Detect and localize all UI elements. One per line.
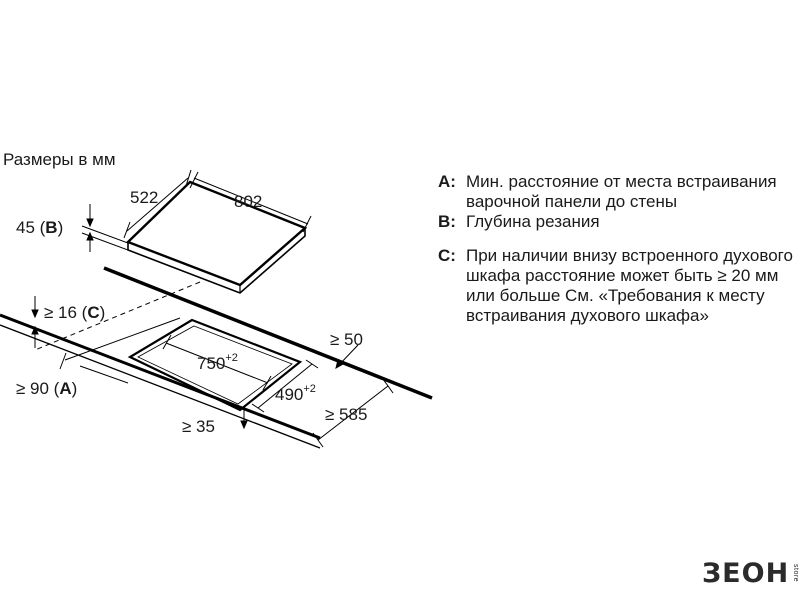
worktop-depth-label: ≥ 585	[325, 405, 367, 424]
logo-text: ЗЕОН	[702, 557, 790, 589]
rear-gap-dimension	[335, 344, 359, 370]
front-gap-dimension	[59, 317, 181, 384]
legend: A: Мин. расстояние от места встраивания …	[438, 172, 800, 326]
hob-width-label: 802	[234, 192, 262, 211]
legend-text: При наличии внизу встроенного духового ш…	[466, 246, 793, 325]
worktop-drawing	[0, 266, 433, 449]
cutout-depth-label: 490+2	[275, 383, 316, 404]
legend-text: Мин. расстояние от места встраивания вар…	[466, 172, 777, 211]
legend-key: A:	[438, 172, 456, 191]
legend-item-b: B: Глубина резания	[438, 212, 800, 232]
thickness-dimension	[81, 204, 129, 252]
legend-item-a: A: Мин. расстояние от места встраивания …	[438, 172, 800, 212]
cutout-width-label: 750+2	[197, 352, 238, 373]
cutout-depth-dimension	[251, 359, 319, 413]
hob-depth-label: 522	[130, 188, 158, 207]
width-dimension-line	[189, 171, 312, 233]
rear-gap-label: ≥ 50	[330, 330, 363, 349]
thickness-label: 45 (B)	[16, 218, 63, 237]
logo-side-text: store	[792, 563, 800, 583]
depth-dimension-line	[123, 169, 192, 239]
edge-gap-dimension	[240, 408, 248, 430]
store-logo: ЗЕОН store	[702, 556, 799, 590]
recess-dimension	[31, 296, 39, 348]
dimensions-caption: Размеры в мм	[3, 150, 116, 169]
legend-key: B:	[438, 212, 456, 231]
cutout-drawing	[127, 318, 303, 412]
legend-key: C:	[438, 246, 456, 265]
cutout-width-dimension	[162, 334, 272, 391]
legend-text: Глубина резания	[466, 212, 600, 231]
legend-item-c: C: При наличии внизу встроенного духовог…	[438, 246, 800, 326]
hob-drawing	[125, 180, 308, 294]
edge-gap-label: ≥ 35	[182, 417, 215, 436]
worktop-depth-dimension	[312, 378, 394, 448]
front-gap-label: ≥ 90 (A)	[16, 379, 77, 398]
recess-label: ≥ 16 (C)	[44, 303, 105, 322]
